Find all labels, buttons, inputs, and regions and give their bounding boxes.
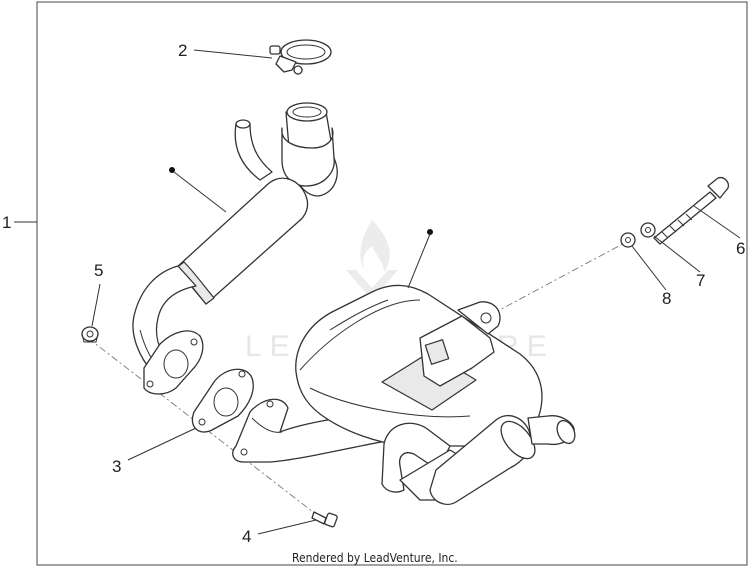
leader-8	[631, 245, 667, 291]
callout-7: 7	[696, 271, 705, 290]
leader-6	[693, 205, 741, 239]
v-logo-icon	[346, 270, 398, 300]
diagram-frame	[36, 1, 748, 566]
callout-3: 3	[112, 457, 121, 476]
leader-3	[127, 427, 197, 461]
callout-1: 1	[2, 213, 11, 232]
leader-4	[257, 519, 317, 535]
leader-7	[653, 235, 701, 273]
flame-logo-icon	[360, 220, 390, 272]
part-clamp	[269, 39, 332, 75]
part-washer	[640, 222, 656, 238]
part-gasket	[191, 368, 254, 433]
callout-8: 8	[662, 289, 671, 308]
leader-2	[193, 49, 273, 59]
callout-4: 4	[242, 527, 251, 546]
leader-5	[91, 283, 101, 327]
part-washer-small	[620, 232, 636, 248]
callout-5: 5	[94, 261, 103, 280]
part-nut	[81, 326, 99, 343]
rendered-by-credit: Rendered by LeadVenture, Inc.	[292, 551, 458, 565]
part-muffler	[232, 229, 576, 505]
callout-2: 2	[178, 41, 187, 60]
part-bolt-small	[311, 511, 338, 528]
part-front-exhaust-pipe	[132, 102, 338, 395]
part-long-bolt	[653, 176, 730, 245]
callout-6: 6	[736, 239, 745, 258]
